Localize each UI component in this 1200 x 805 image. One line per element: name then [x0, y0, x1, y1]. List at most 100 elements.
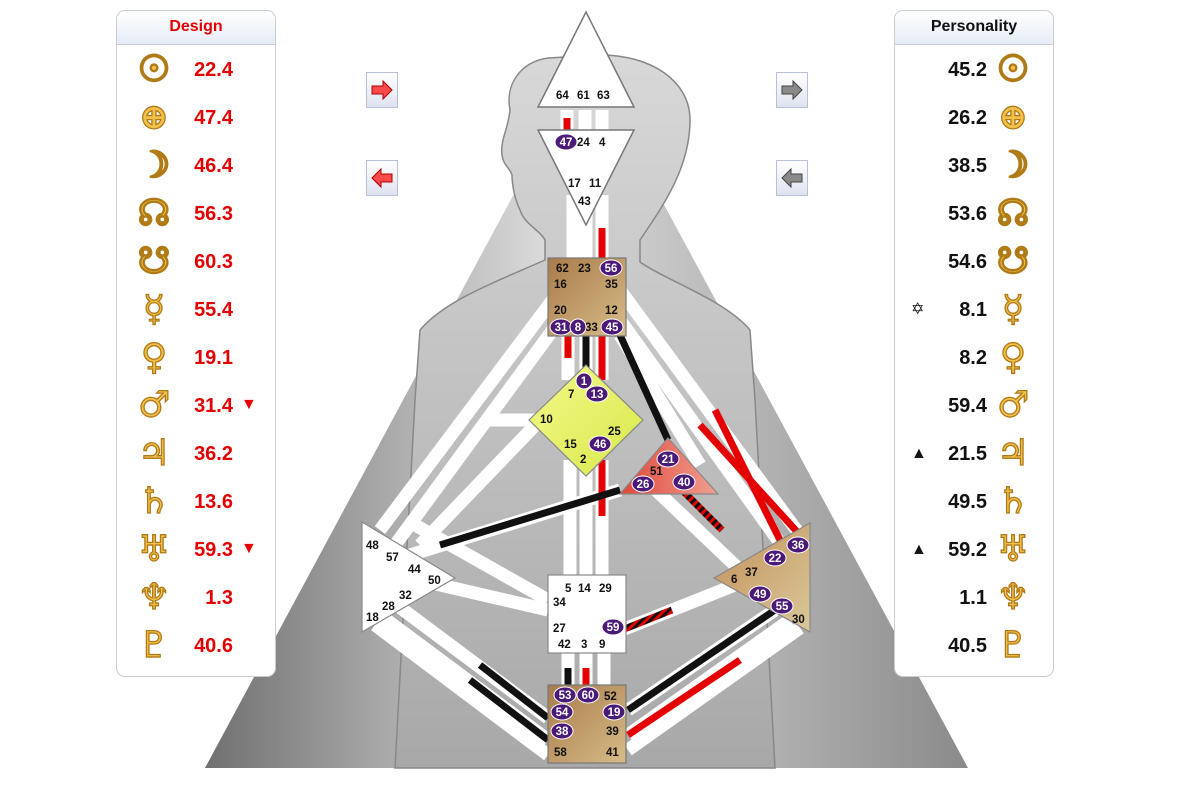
svg-text:29: 29	[599, 583, 612, 595]
planet-value: 49.5	[948, 491, 987, 513]
gate-badge-label: 40	[678, 477, 691, 489]
svg-text:3: 3	[581, 639, 587, 651]
planet-row-jupiter: ♃ 36.2	[117, 431, 275, 477]
venus-icon: ♀	[140, 336, 168, 378]
planet-value: 8.1	[959, 299, 987, 321]
gate-badge-label: 13	[591, 389, 604, 401]
planet-value: 1.1	[959, 587, 987, 609]
gate-badge-60: 60	[576, 686, 600, 704]
dignity-marker: ▲	[911, 541, 927, 558]
moon-icon: ☽	[137, 144, 171, 186]
gate-badge-13: 13	[585, 385, 609, 403]
planet-row-venus: ♀ 19.1	[117, 335, 275, 381]
svg-text:39: 39	[606, 726, 619, 738]
g-center	[528, 364, 644, 477]
gate-badge-45: 45	[600, 318, 624, 336]
svg-text:14: 14	[578, 583, 591, 595]
svg-text:15: 15	[564, 439, 577, 451]
spleen-center	[361, 520, 457, 634]
earth-icon: ⊕	[138, 96, 170, 138]
design-panel: Design ☉22.4⊕47.4☽46.4☊56.3☋60.3☿55.4♀19…	[116, 10, 276, 677]
planet-row-saturn: ♄49.5	[895, 479, 1053, 525]
svg-text:34: 34	[553, 597, 566, 609]
svg-text:9: 9	[599, 639, 605, 651]
gate-badge-label: 21	[662, 454, 675, 466]
mercury-icon: ☿	[1001, 288, 1025, 330]
svg-text:16: 16	[554, 279, 567, 291]
gate-badge-59: 59	[601, 618, 625, 636]
north-node-icon: ☊	[137, 192, 170, 234]
gate-badge-label: 46	[594, 439, 607, 451]
gate-badge-21: 21	[656, 450, 680, 468]
dignity-marker: ▲	[911, 445, 927, 462]
gate-badge-22: 22	[763, 549, 787, 567]
gate-badge-40: 40	[672, 473, 696, 491]
gate-badge-49: 49	[748, 585, 772, 603]
personality-prev-button[interactable]	[776, 160, 808, 196]
planet-row-mercury: ☿8.1✡	[895, 287, 1053, 333]
planet-row-moon: ☽38.5	[895, 143, 1053, 189]
svg-text:35: 35	[605, 279, 618, 291]
planet-row-south-node: ☋54.6	[895, 239, 1053, 285]
neptune-icon: ♆	[137, 576, 171, 618]
arrow-right-icon	[371, 79, 393, 101]
gate-badge-label: 38	[556, 726, 569, 738]
planet-value: 54.6	[948, 251, 987, 273]
gate-labels: 64 61 63 24 4 17 11 43 62 23 16 35 20 12…	[366, 90, 805, 759]
svg-text:17: 17	[568, 178, 581, 190]
planet-value: 60.3	[194, 251, 233, 273]
jupiter-icon: ♃	[996, 432, 1030, 474]
head-center	[536, 10, 636, 108]
planet-row-moon: ☽46.4	[117, 143, 275, 189]
svg-text:52: 52	[604, 691, 617, 703]
svg-text:12: 12	[605, 305, 618, 317]
gate-badge-label: 56	[605, 263, 618, 275]
sacral-center	[547, 574, 627, 654]
dignity-marker: ▼	[241, 540, 257, 557]
svg-text:63: 63	[597, 90, 610, 102]
planet-row-neptune: ♆1.3	[117, 575, 275, 621]
planet-value: 19.1	[194, 347, 233, 369]
personality-next-button[interactable]	[776, 72, 808, 108]
gate-badge-38: 38	[550, 722, 574, 740]
gate-badge-8: 8	[569, 318, 587, 336]
planet-row-saturn: ♄ 13.6	[117, 479, 275, 525]
planet-value: 13.6	[194, 491, 233, 513]
gate-badge-19: 19	[602, 703, 626, 721]
planet-value: 47.4	[194, 107, 233, 129]
planet-row-earth: ⊕26.2	[895, 95, 1053, 141]
dignity-marker: ▼	[241, 396, 257, 413]
design-prev-button[interactable]	[366, 160, 398, 196]
gate-badge-label: 55	[776, 601, 789, 613]
jupiter-icon: ♃	[137, 432, 171, 474]
gate-badge-36: 36	[786, 536, 810, 554]
svg-text:41: 41	[606, 747, 619, 759]
gate-badge-label: 49	[754, 589, 767, 601]
venus-icon: ♀	[999, 336, 1027, 378]
gate-badge-label: 60	[582, 690, 595, 702]
gate-badge-31: 31	[549, 318, 573, 336]
svg-text:2: 2	[580, 454, 586, 466]
planet-value: 40.6	[194, 635, 233, 657]
planet-row-pluto: ♇40.6	[117, 623, 275, 669]
gate-badge-label: 45	[606, 322, 619, 334]
design-next-button[interactable]	[366, 72, 398, 108]
planet-value: 38.5	[948, 155, 987, 177]
gate-badge-47: 47	[554, 133, 578, 151]
gate-badge-label: 22	[769, 553, 782, 565]
planet-value: 36.2	[194, 443, 233, 465]
planet-row-neptune: ♆1.1	[895, 575, 1053, 621]
planet-value: 53.6	[948, 203, 987, 225]
svg-text:5: 5	[565, 583, 572, 595]
gate-badge-56: 56	[599, 259, 623, 277]
svg-text:57: 57	[386, 552, 399, 564]
gate-badge-label: 31	[555, 322, 568, 334]
planet-value: 31.4	[194, 395, 233, 417]
gate-badge-label: 19	[608, 707, 621, 719]
gate-badge-54: 54	[550, 703, 574, 721]
saturn-icon: ♄	[137, 480, 171, 522]
svg-text:28: 28	[382, 601, 395, 613]
svg-text:43: 43	[578, 196, 591, 208]
